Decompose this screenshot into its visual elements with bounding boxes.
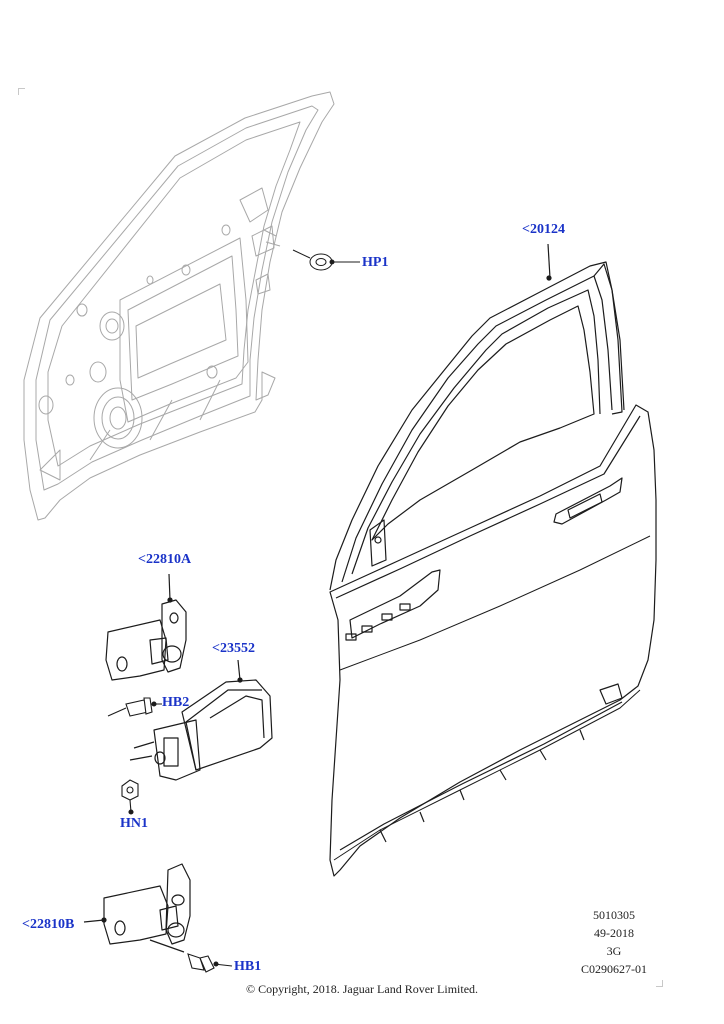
upper-hinge-part — [105, 573, 187, 681]
nut-hn1-part — [121, 779, 139, 815]
lower-hinge-part — [83, 863, 191, 953]
callout-lower-hinge[interactable]: <22810B — [22, 917, 75, 932]
reference-line-3: 3G — [606, 944, 622, 958]
reference-line-1: 5010305 — [593, 908, 635, 922]
callout-check-strap[interactable]: <23552 — [212, 641, 255, 656]
bolt-hb2-part — [107, 697, 157, 717]
bolt-hb1-part — [187, 953, 233, 973]
reference-line-4: C0290627-01 — [581, 962, 647, 976]
illustration-reference: 5010305 49-2018 3G C0290627-01 — [566, 906, 662, 978]
callout-hn1[interactable]: HN1 — [120, 816, 148, 831]
crop-mark-top-left — [18, 88, 25, 95]
callout-upper-hinge[interactable]: <22810A — [138, 552, 192, 567]
callout-hp1[interactable]: HP1 — [362, 255, 389, 270]
check-strap-part — [129, 659, 273, 781]
callout-door-shell[interactable]: <20124 — [522, 222, 565, 237]
reference-line-2: 49-2018 — [594, 926, 634, 940]
callout-hb2[interactable]: HB2 — [162, 695, 190, 710]
plug-hp1-part — [292, 249, 360, 271]
door-inner-panel-ghost — [23, 91, 335, 521]
door-shell-part — [329, 243, 657, 877]
callout-hb1[interactable]: HB1 — [234, 959, 262, 974]
copyright-notice: © Copyright, 2018. Jaguar Land Rover Lim… — [245, 982, 479, 996]
crop-mark-bottom-right — [656, 980, 663, 987]
